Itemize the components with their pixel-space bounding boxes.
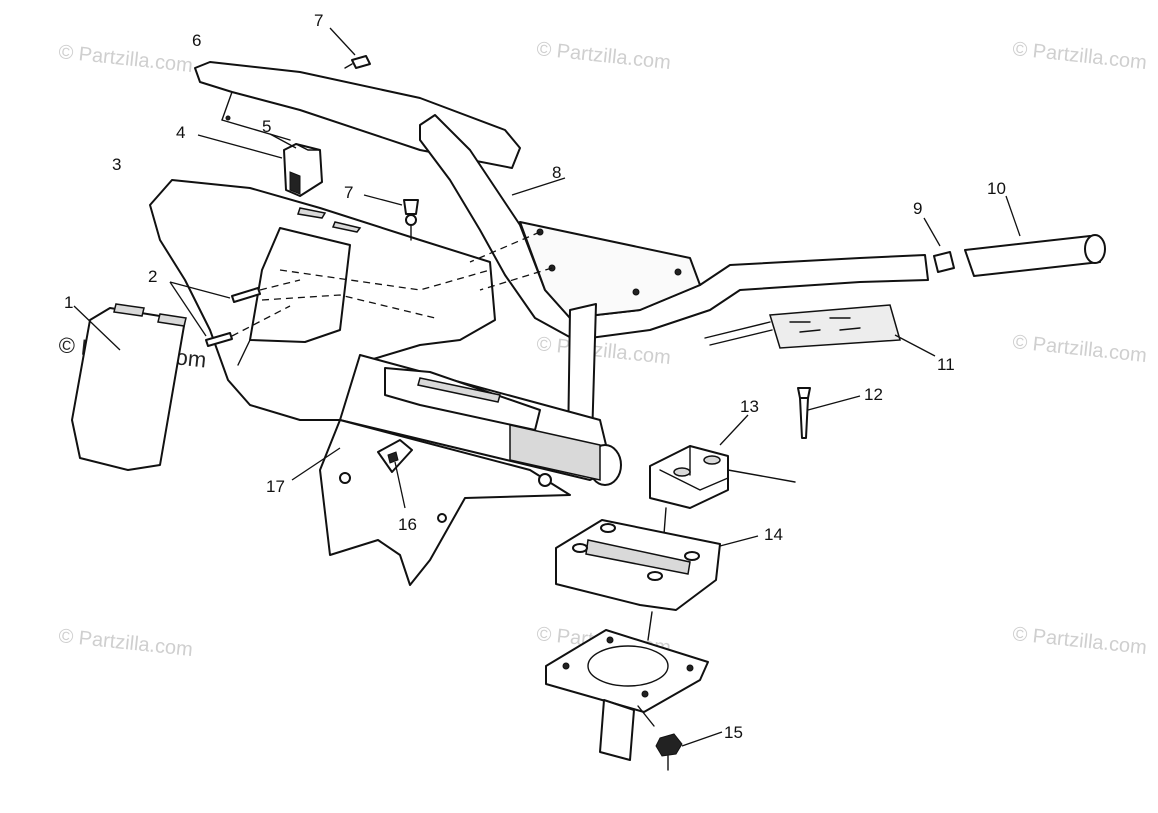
callout-7-middle: 7	[344, 183, 353, 202]
watermark-text: © Partzilla.com	[535, 333, 671, 369]
watermark-text: © Partzilla.com	[535, 38, 671, 74]
watermark-text: © Partzilla.com	[57, 41, 193, 77]
part-5-switch	[197, 133, 323, 197]
part-1-headlight-cover	[71, 303, 187, 471]
part-13-upper-clamp	[649, 414, 796, 561]
callout-7-top: 7	[314, 11, 323, 30]
watermark-text: © Partzilla.com	[1011, 623, 1147, 659]
callout-12: 12	[864, 385, 883, 404]
part-7-screw-middle	[363, 194, 419, 241]
steering-tube	[339, 303, 622, 486]
callout-16: 16	[398, 515, 417, 534]
part-9-end-plug	[923, 217, 955, 273]
callout-3: 3	[112, 155, 121, 174]
part-7-screw-top	[329, 27, 371, 69]
part-10-grip	[964, 195, 1106, 277]
watermark-text: © Partzilla.com	[1011, 38, 1147, 74]
callout-13: 13	[740, 397, 759, 416]
callout-17: 17	[266, 477, 285, 496]
callout-15: 15	[724, 723, 743, 742]
part-12-bolt	[797, 387, 861, 439]
callout-4: 4	[176, 123, 185, 142]
callout-labels: 1 2 3 4 5 6 7 7 8 9 10 11 12 13 14 15 16…	[64, 11, 1006, 742]
callout-6: 6	[192, 31, 201, 50]
callout-2: 2	[148, 267, 157, 286]
mounting-plate	[545, 629, 709, 761]
callout-1: 1	[64, 293, 73, 312]
callout-14: 14	[764, 525, 783, 544]
part-11-throttle-grip	[704, 304, 936, 357]
callout-10: 10	[987, 179, 1006, 198]
watermark-text: © Partzilla.com	[57, 625, 193, 661]
watermark-text: © Partzilla.com	[1011, 331, 1147, 367]
callout-5: 5	[262, 117, 271, 136]
part-17-lower-fairing	[291, 419, 571, 586]
part-14-lower-clamp	[555, 519, 759, 641]
part-2-screws	[169, 279, 301, 347]
part-15-nut	[655, 731, 723, 771]
part-8-handlebar	[419, 114, 929, 341]
callout-11: 11	[937, 355, 955, 374]
callout-8: 8	[552, 163, 561, 182]
part-16-clamp	[377, 439, 413, 509]
callout-9: 9	[913, 199, 922, 218]
